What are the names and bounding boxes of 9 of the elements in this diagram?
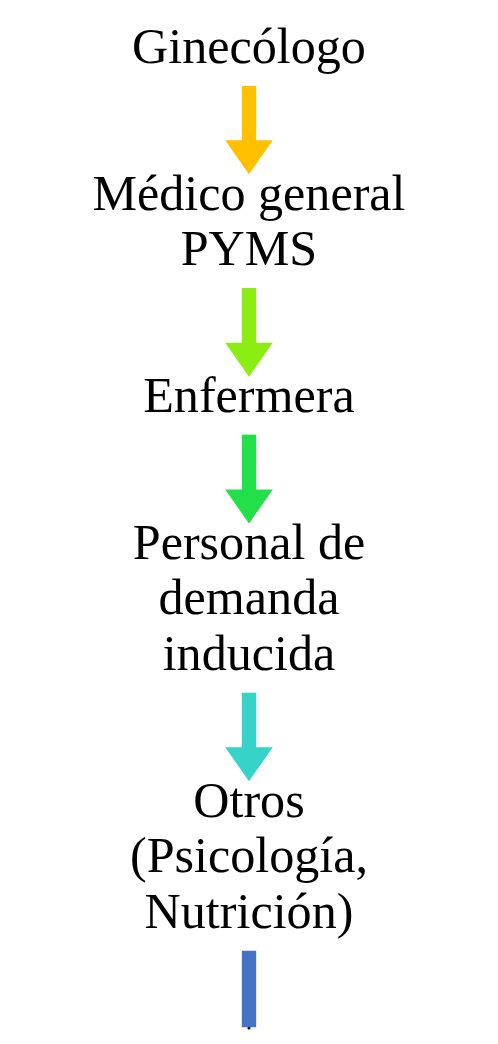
node-text: Personal de demanda inducida [132, 513, 366, 681]
arrow [225, 692, 273, 782]
node-text: Enfermera [143, 366, 355, 423]
node-text: Otros (Psicología, Nutrición) [129, 771, 369, 939]
node-text: Médico general PYMS [92, 164, 406, 277]
arrow [225, 288, 273, 377]
arrow [225, 434, 273, 524]
arrow [225, 85, 273, 175]
node-text: Ginecólogo [132, 17, 366, 74]
